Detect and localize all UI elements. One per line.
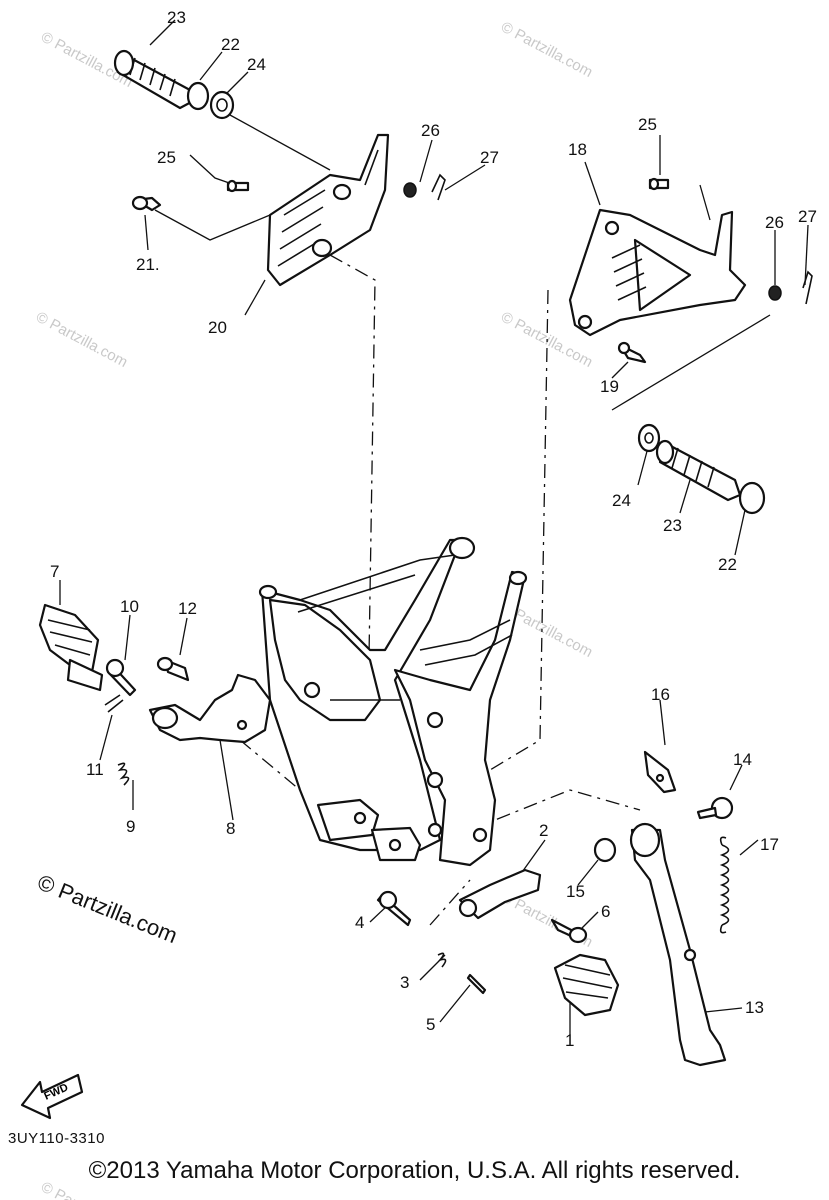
watermark: © Partzilla.com [33, 309, 130, 371]
footrest-bracket-right [568, 177, 813, 364]
callout-8: 8 [226, 819, 235, 838]
callout-16: 16 [651, 685, 670, 704]
callout-6: 6 [601, 902, 610, 921]
callout-4: 4 [355, 913, 364, 932]
callout-27: 27 [480, 148, 499, 167]
fwd-arrow-icon: FWD [20, 1073, 84, 1120]
callout-1: 1 [565, 1031, 574, 1050]
frame-assembly [258, 536, 528, 867]
callout-13: 13 [745, 998, 764, 1017]
watermark-large: © Partzilla.com [34, 869, 181, 948]
callout-22: 22 [221, 35, 240, 54]
watermark: © Partzilla.com [498, 19, 595, 81]
callout-25: 25 [157, 148, 176, 167]
footrest-left-assembly [38, 603, 272, 786]
diagram-code: 3UY110-3310 [8, 1130, 105, 1147]
footrest-bracket-left [266, 133, 446, 287]
callout-12: 12 [178, 599, 197, 618]
callout-26: 26 [765, 213, 784, 232]
callout-22: 22 [718, 555, 737, 574]
callout-26: 26 [421, 121, 440, 140]
callout-2: 2 [539, 821, 548, 840]
leader-lines [59, 19, 809, 1035]
callout-7: 7 [50, 562, 59, 581]
sidestand-assembly [629, 750, 734, 1067]
callouts: 23 22 24 25 21. 20 26 27 18 25 26 27 19 … [50, 8, 817, 1050]
pin-lower-right [637, 423, 766, 515]
callout-3: 3 [400, 973, 409, 992]
callout-25: 25 [638, 115, 657, 134]
callout-10: 10 [120, 597, 139, 616]
copyright-text: ©2013 Yamaha Motor Corporation, U.S.A. A… [88, 1157, 741, 1184]
callout-23: 23 [167, 8, 186, 27]
callout-5: 5 [426, 1015, 435, 1034]
callout-9: 9 [126, 817, 135, 836]
callout-21: 21. [136, 255, 160, 274]
callout-20: 20 [208, 318, 227, 337]
footrest-right-assembly [376, 837, 620, 1017]
callout-18: 18 [568, 140, 587, 159]
callout-19: 19 [600, 377, 619, 396]
callout-24: 24 [612, 491, 631, 510]
callout-14: 14 [733, 750, 752, 769]
callout-17: 17 [760, 835, 779, 854]
callout-23: 23 [663, 516, 682, 535]
pin-upper-left [113, 49, 235, 120]
bolts-upper-left [131, 179, 250, 212]
callout-11: 11 [86, 760, 104, 779]
callout-27: 27 [798, 207, 817, 226]
callout-15: 15 [566, 882, 585, 901]
callout-24: 24 [247, 55, 266, 74]
